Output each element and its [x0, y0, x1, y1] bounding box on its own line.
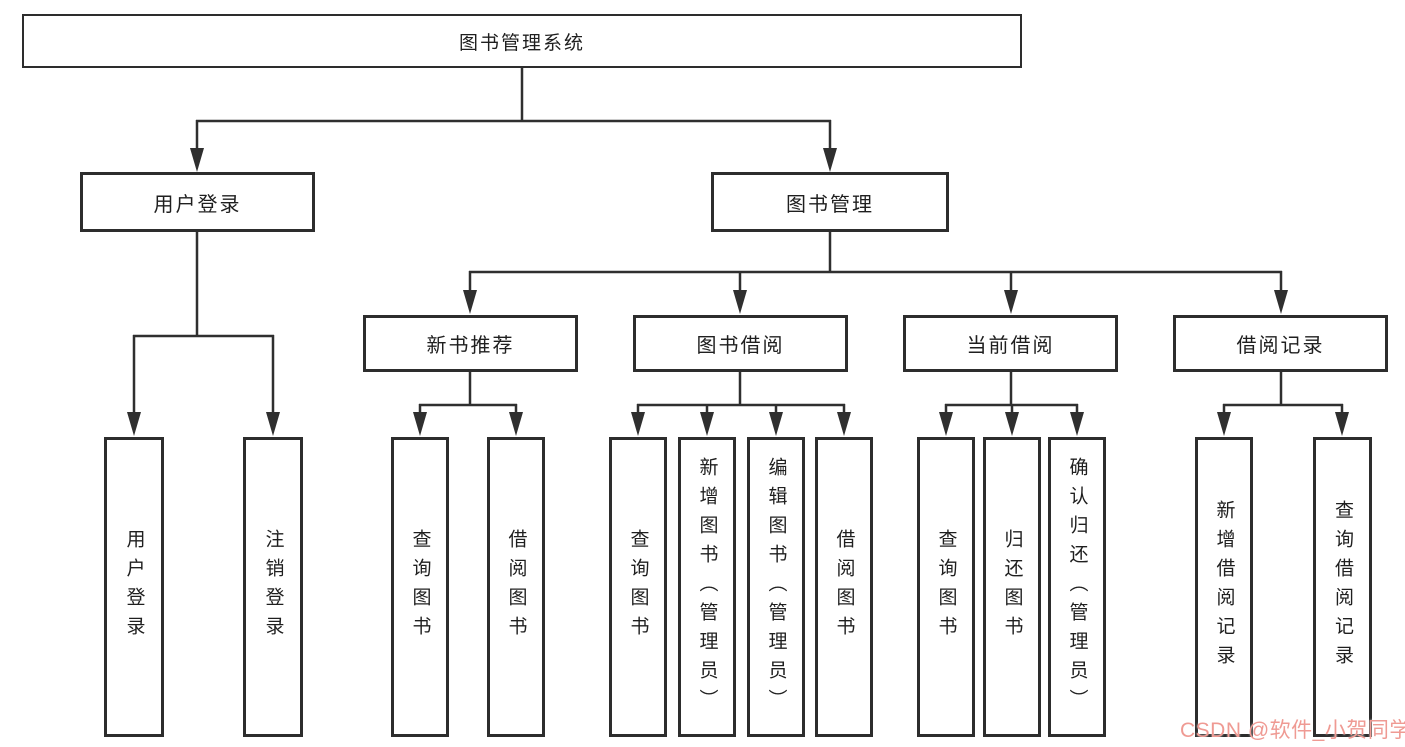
- node-borrowing-records: 借阅记录: [1173, 315, 1388, 372]
- leaf-recommend-query-books-label: 查询图书: [409, 529, 431, 645]
- leaf-current-confirm-return: 确认归还（管理员）: [1048, 437, 1106, 737]
- leaf-records-add-record-label: 新增借阅记录: [1213, 500, 1235, 674]
- leaf-current-return-books-label: 归还图书: [1001, 529, 1023, 645]
- leaf-current-return-books: 归还图书: [983, 437, 1041, 737]
- leaf-user-login: 用户登录: [104, 437, 164, 737]
- leaf-recommend-query-books: 查询图书: [391, 437, 449, 737]
- leaf-borrowing-add-books-label: 新增图书（管理员）: [696, 456, 718, 718]
- leaf-logout: 注销登录: [243, 437, 303, 737]
- arrowheads: [127, 148, 1349, 436]
- leaf-logout-label: 注销登录: [262, 529, 284, 645]
- leaf-borrowing-query-books-label: 查询图书: [627, 529, 649, 645]
- leaf-user-login-label: 用户登录: [123, 529, 145, 645]
- leaf-borrowing-edit-books-label: 编辑图书（管理员）: [765, 456, 787, 718]
- leaf-current-query-books: 查询图书: [917, 437, 975, 737]
- leaf-current-query-books-label: 查询图书: [935, 529, 957, 645]
- leaf-records-add-record: 新增借阅记录: [1195, 437, 1253, 737]
- node-library-system: 图书管理系统: [22, 14, 1022, 68]
- leaf-borrowing-borrow-books: 借阅图书: [815, 437, 873, 737]
- leaf-records-query-record-label: 查询借阅记录: [1332, 500, 1353, 674]
- leaf-borrowing-add-books: 新增图书（管理员）: [678, 437, 736, 737]
- leaf-borrowing-query-books: 查询图书: [609, 437, 667, 737]
- leaf-borrowing-borrow-books-label: 借阅图书: [833, 529, 855, 645]
- watermark: CSDN @软件_小贺同学: [1180, 719, 1405, 742]
- leaf-records-query-record: 查询借阅记录: [1313, 437, 1372, 737]
- node-book-borrowing: 图书借阅: [633, 315, 848, 372]
- leaf-current-confirm-return-label: 确认归还（管理员）: [1066, 456, 1088, 718]
- node-new-book-recommend: 新书推荐: [363, 315, 578, 372]
- leaf-borrowing-edit-books: 编辑图书（管理员）: [747, 437, 805, 737]
- leaf-recommend-borrow-books-label: 借阅图书: [505, 529, 527, 645]
- node-book-management: 图书管理: [711, 172, 949, 232]
- node-current-borrowing: 当前借阅: [903, 315, 1118, 372]
- leaf-recommend-borrow-books: 借阅图书: [487, 437, 545, 737]
- node-user-login: 用户登录: [80, 172, 315, 232]
